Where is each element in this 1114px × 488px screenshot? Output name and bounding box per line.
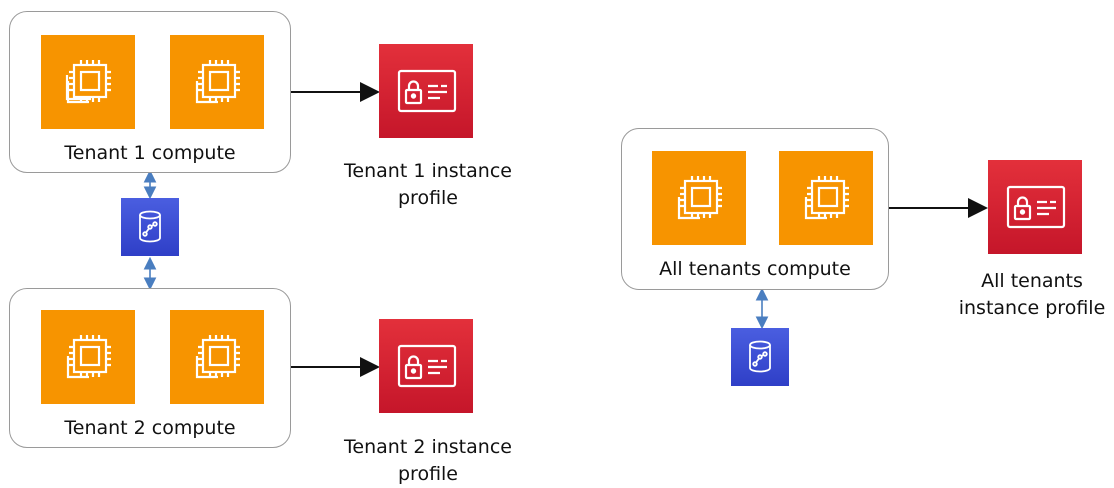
iam-instance-profile-icon	[988, 160, 1082, 254]
caption-line: profile	[397, 187, 458, 209]
all-tenants-group-label: All tenants compute	[659, 258, 851, 280]
tenant1-profile-caption: Tenant 1 instance profile	[320, 158, 536, 212]
caption-line: profile	[397, 463, 458, 485]
tenant1-group-label: Tenant 1 compute	[64, 142, 236, 164]
shared-storage-icon	[731, 328, 789, 386]
shared-storage-icon	[121, 198, 179, 256]
ec2-instances-icon	[779, 151, 873, 245]
caption-line: instance profile	[958, 297, 1106, 319]
tenant2-group-label: Tenant 2 compute	[64, 417, 236, 439]
tenant2-compute-group: Tenant 2 compute	[9, 288, 291, 448]
ec2-instances-icon	[652, 151, 746, 245]
iam-instance-profile-icon	[379, 44, 473, 138]
tenant1-compute-group: Tenant 1 compute	[9, 11, 291, 173]
caption-line: Tenant 2 instance	[344, 436, 512, 458]
ec2-instances-icon	[170, 310, 264, 404]
ec2-instances-icon	[41, 310, 135, 404]
ec2-instances-icon	[41, 35, 135, 129]
tenant2-profile-caption: Tenant 2 instance profile	[320, 434, 536, 488]
iam-instance-profile-icon	[379, 319, 473, 413]
all-tenants-compute-group: All tenants compute	[621, 128, 889, 290]
all-tenants-profile-caption: All tenants instance profile	[950, 268, 1114, 322]
ec2-instances-icon	[170, 35, 264, 129]
caption-line: All tenants	[981, 270, 1083, 292]
caption-line: Tenant 1 instance	[344, 160, 512, 182]
